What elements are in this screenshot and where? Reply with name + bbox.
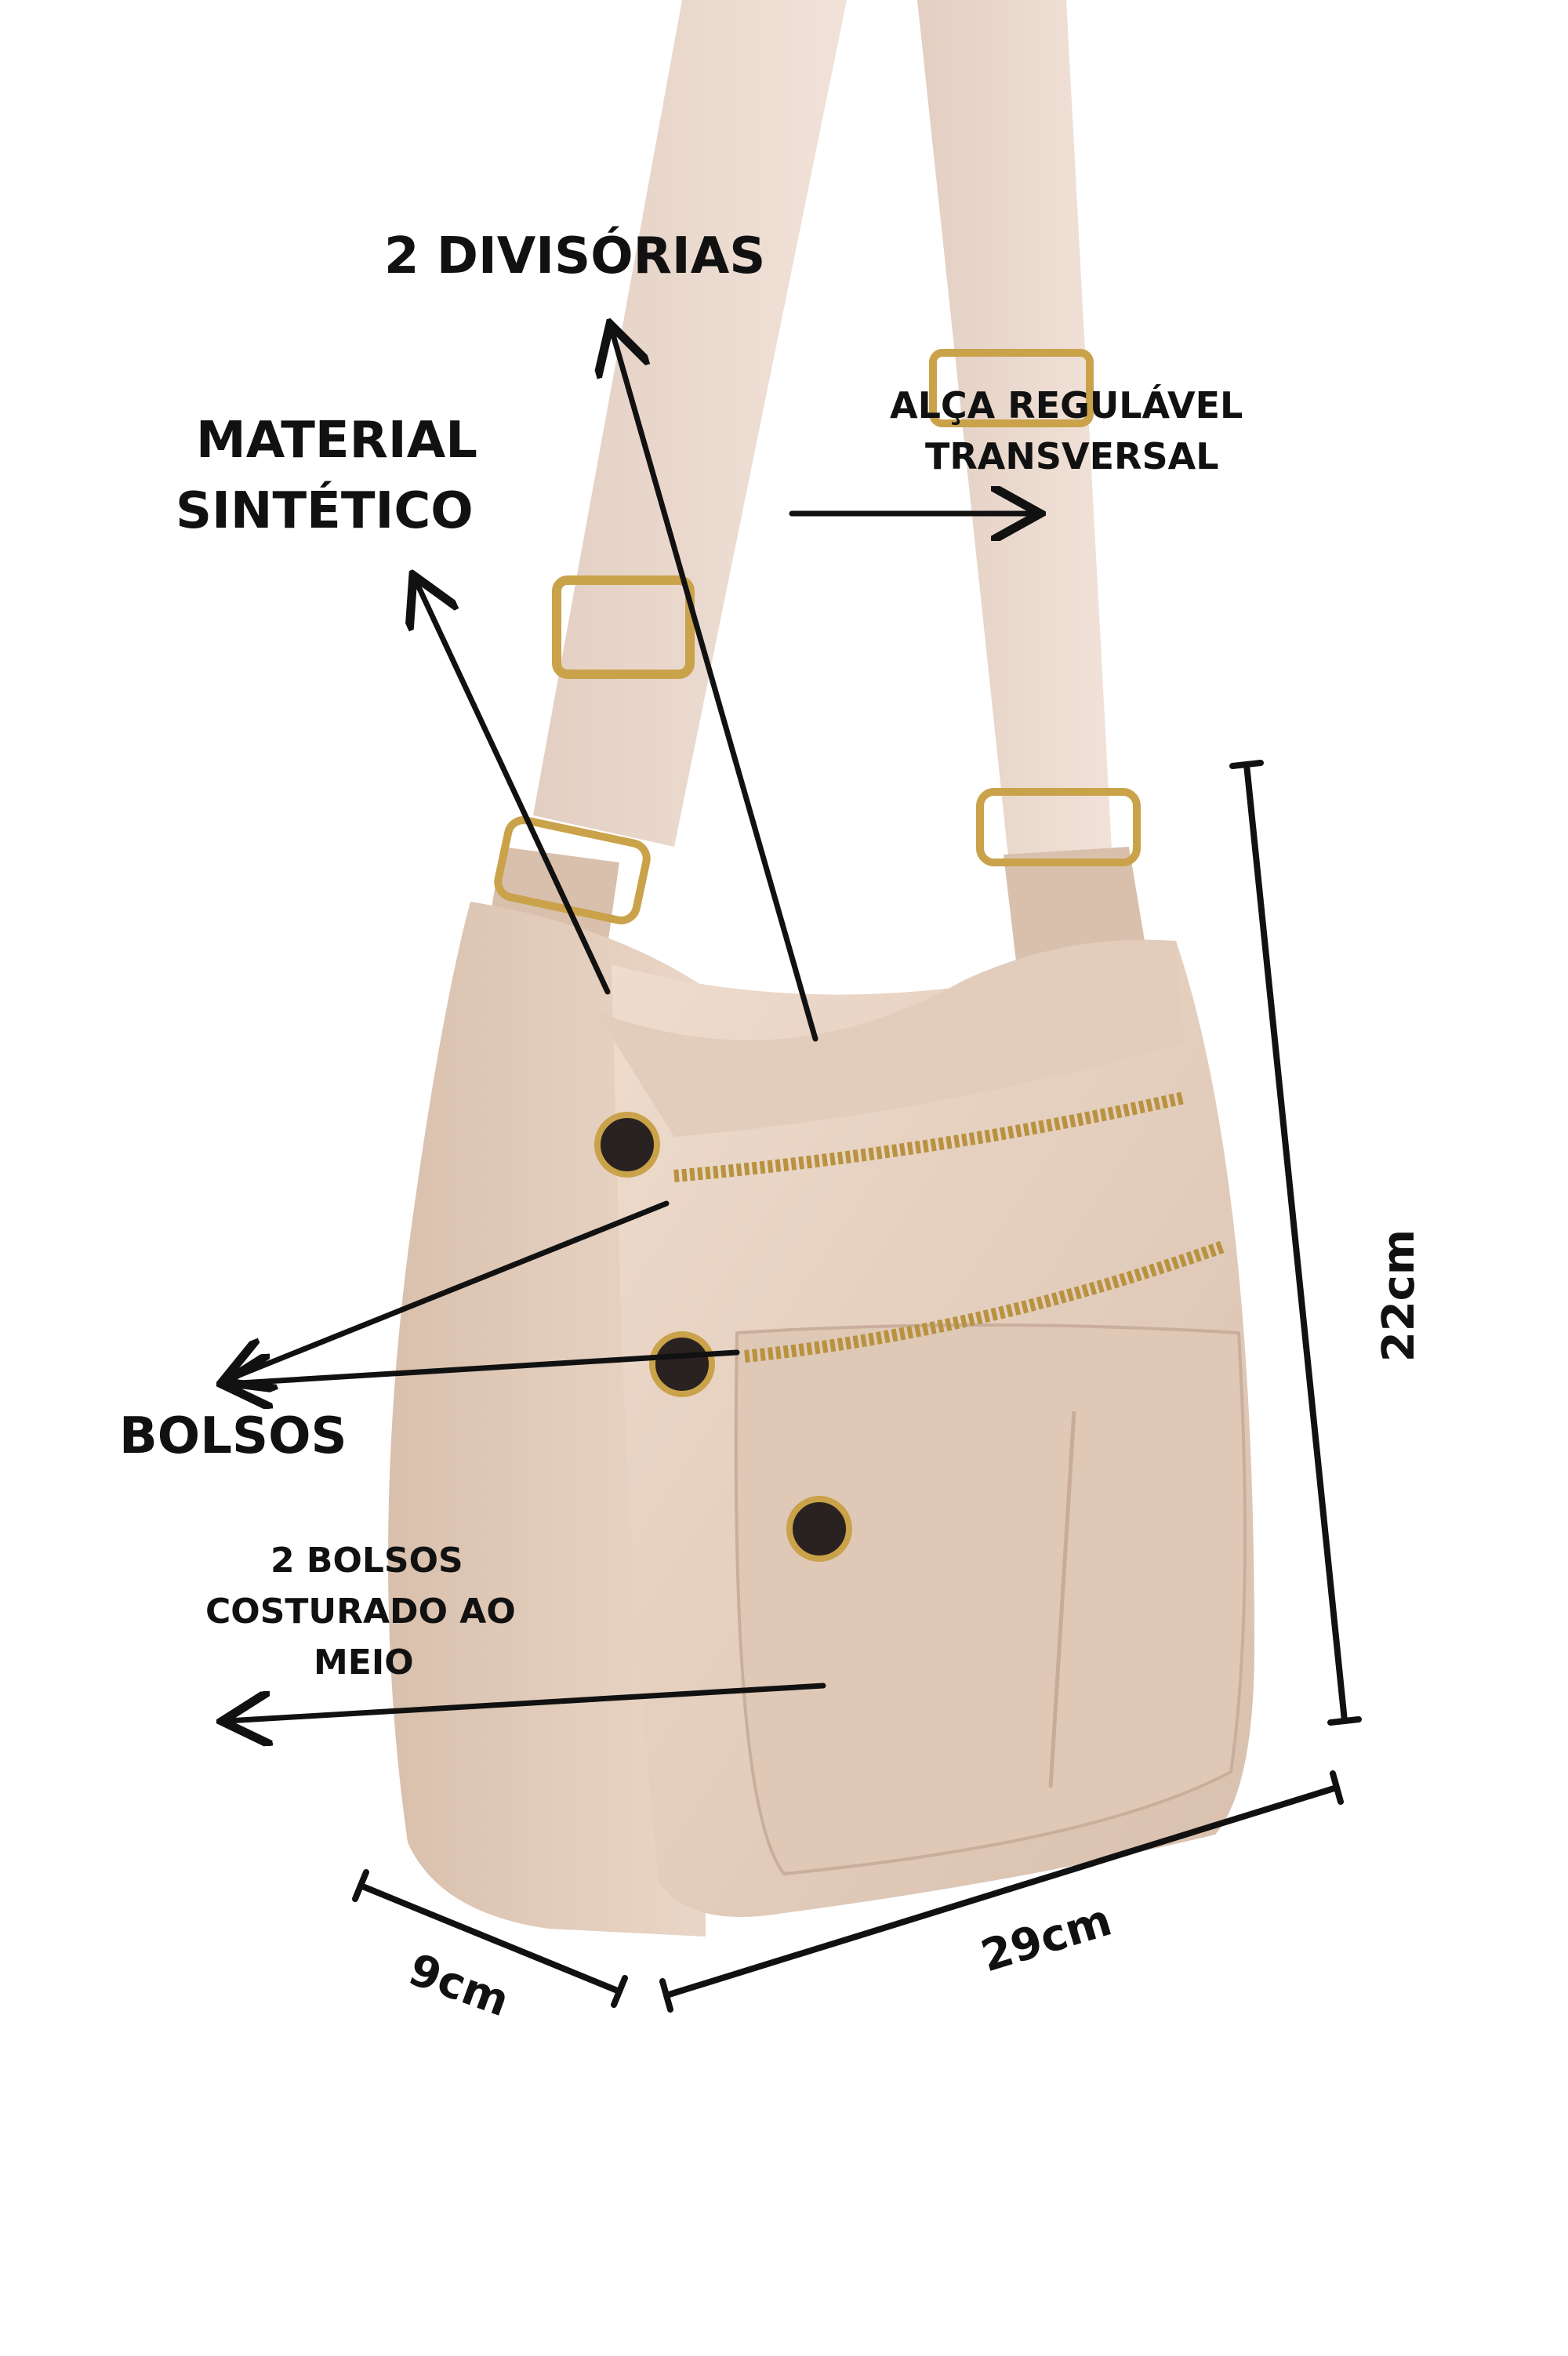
label-height-dimension: 22cm [1374,1229,1425,1363]
zipper-top [673,1091,1185,1182]
dim-height-cap-top [1229,760,1264,769]
zipper-pull-3 [786,1496,852,1562]
bag-front-pocket [734,1323,1247,1876]
label-bolsos-meio-line2: COSTURADO AO [205,1592,516,1632]
label-bolsos-meio-line1: 2 BOLSOS [270,1541,463,1581]
buckle-right-upper [929,349,1094,427]
strap-right [917,0,1113,886]
ring-right [976,788,1141,866]
dim-width-cap-right [1330,1770,1344,1805]
label-material-line2: SINTÉTICO [176,482,474,540]
strap-left [533,0,847,847]
label-alca-line2: TRANSVERSAL [925,435,1219,477]
arrow-material [416,580,611,995]
arrow-bolsos-1 [227,1200,670,1380]
dim-height [1243,761,1348,1724]
dim-width [663,1784,1340,1998]
label-bolsos-meio-line3: MEIO [314,1643,414,1683]
dim-height-cap-bottom [1327,1716,1362,1726]
arrow-bolsos-2 [227,1349,740,1384]
zipper-pull-1 [594,1112,660,1178]
dimension-lines [352,760,1362,2013]
label-alca-line1: ALÇA REGULÁVEL [890,384,1243,427]
zipper-middle [744,1240,1225,1363]
label-divisorias: 2 DIVISÓRIAS [384,227,766,285]
annotation-arrows [227,329,1035,1721]
bag-top-panel [596,939,1184,1137]
ring-left [494,816,651,924]
arrow-divisorias [612,329,818,1042]
pocket-seam [1048,1410,1076,1788]
dim-depth-cap-left [352,1869,369,1902]
dim-depth [358,1882,622,1995]
zipper-pull-2 [649,1331,715,1397]
arrow-bolsos-meio [227,1683,826,1721]
label-material-line1: MATERIAL [196,412,478,470]
dim-depth-cap-right [611,1975,628,2008]
dim-width-cap-left [659,1978,673,2013]
buckle-upper [552,575,695,679]
label-bolsos: BOLSOS [119,1407,347,1465]
